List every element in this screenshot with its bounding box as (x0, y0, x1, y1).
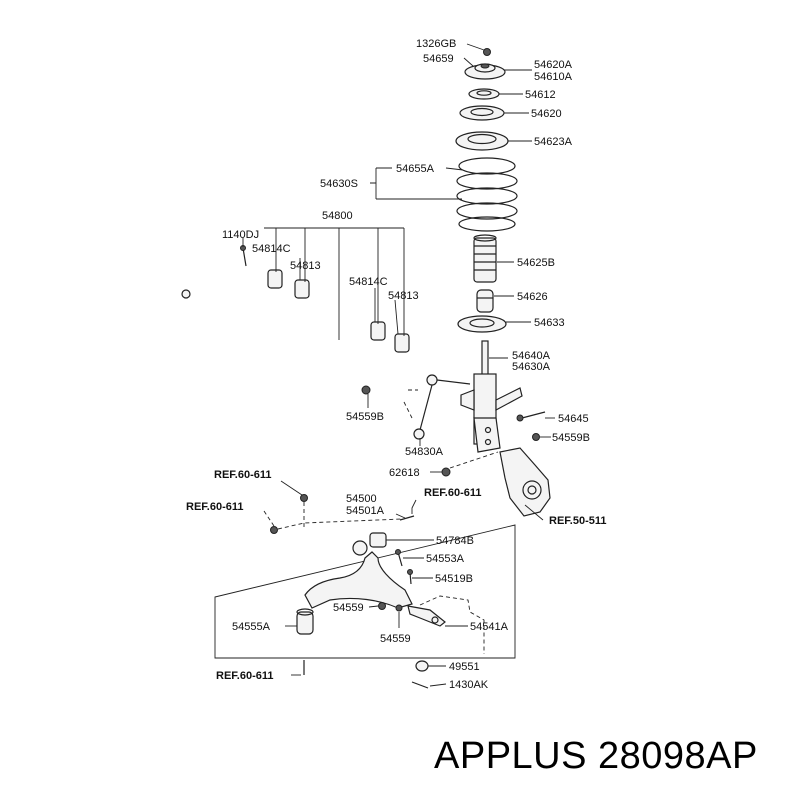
label-54625B: 54625B (517, 257, 555, 269)
label-54814C-2: 54814C (349, 276, 388, 288)
label-54655A: 54655A (396, 163, 435, 175)
label-54659: 54659 (423, 53, 454, 65)
bushing-left (267, 269, 310, 299)
strut-assembly (460, 340, 523, 453)
label-54814C-1: 54814C (252, 243, 291, 255)
nut-54559-a (378, 602, 386, 610)
label-1430AK: 1430AK (449, 679, 489, 691)
steering-knuckle (499, 447, 551, 517)
ref-label-2: REF.60-611 (186, 501, 243, 513)
dust-boot (473, 234, 497, 283)
bolt-54519B (407, 569, 413, 585)
label-54620A: 54620A (534, 59, 573, 71)
label-54559-b: 54559 (380, 633, 411, 645)
bolt-54645 (516, 411, 546, 422)
bolt-ref-left (270, 526, 278, 534)
bolt-54553A (395, 549, 403, 567)
label-54620: 54620 (531, 108, 562, 120)
label-54559-a: 54559 (333, 602, 364, 614)
label-54626: 54626 (517, 291, 548, 303)
bushing-54555A (296, 608, 314, 635)
label-54813-1: 54813 (290, 260, 321, 272)
ref-label-3: REF.60-611 (424, 487, 481, 499)
label-54612: 54612 (525, 89, 556, 101)
bolt-ref-mid (399, 515, 415, 521)
lower-control-arm (304, 540, 413, 609)
nut-62618 (441, 467, 451, 477)
label-54830A: 54830A (405, 446, 444, 458)
brand-caption: APPLUS 28098AP (434, 735, 758, 777)
bump-stop (476, 289, 494, 313)
top-nut (483, 48, 491, 56)
bearing-54612 (468, 88, 500, 100)
ref-label-4: REF.50-511 (549, 515, 606, 527)
stabilizer-link (413, 374, 471, 440)
label-54553A: 54553A (426, 553, 465, 565)
label-54500: 54500 (346, 493, 377, 505)
label-54645: 54645 (558, 413, 589, 425)
stabilizer-bar (181, 286, 406, 410)
label-54623A: 54623A (534, 136, 573, 148)
label-54541A: 54541A (470, 621, 509, 633)
bolt-1140DJ (240, 245, 247, 267)
label-54800: 54800 (322, 210, 353, 222)
label-54630S: 54630S (320, 178, 358, 190)
label-54519B: 54519B (435, 573, 473, 585)
bushing-54784B (369, 532, 387, 548)
label-54559B-right: 54559B (552, 432, 590, 444)
leader-lines (242, 43, 555, 687)
seat-54620 (459, 105, 505, 121)
nut-54559B-right (532, 433, 540, 441)
spring-lower-seat (457, 315, 507, 333)
ref-label-5: REF.60-611 (216, 670, 273, 682)
nut-49551 (415, 660, 429, 672)
label-54633: 54633 (534, 317, 565, 329)
label-54610A: 54610A (534, 71, 573, 83)
label-54555A: 54555A (232, 621, 271, 633)
label-54501A: 54501A (346, 505, 385, 517)
label-54640A: 54640A (512, 350, 551, 362)
strut-mount (464, 63, 506, 80)
nut-54559B-left (361, 385, 371, 395)
label-1140DJ: 1140DJ (222, 229, 259, 241)
pad-54623A (455, 131, 509, 151)
ball-joint-54541A (407, 605, 446, 627)
label-49551: 49551 (449, 661, 480, 673)
label-54813-2: 54813 (388, 290, 419, 302)
label-54559B-left: 54559B (346, 411, 384, 423)
ref-label-1: REF.60-611 (214, 469, 271, 481)
nut-54559-b (395, 604, 403, 612)
pin-1430AK (411, 681, 429, 689)
label-54784B: 54784B (436, 535, 474, 547)
bolt-ref-top (300, 494, 308, 528)
label-1326GB: 1326GB (416, 38, 456, 50)
label-62618: 62618 (389, 467, 420, 479)
coil-spring (456, 157, 518, 232)
label-54630A: 54630A (512, 361, 551, 373)
bushing-right (370, 321, 410, 353)
